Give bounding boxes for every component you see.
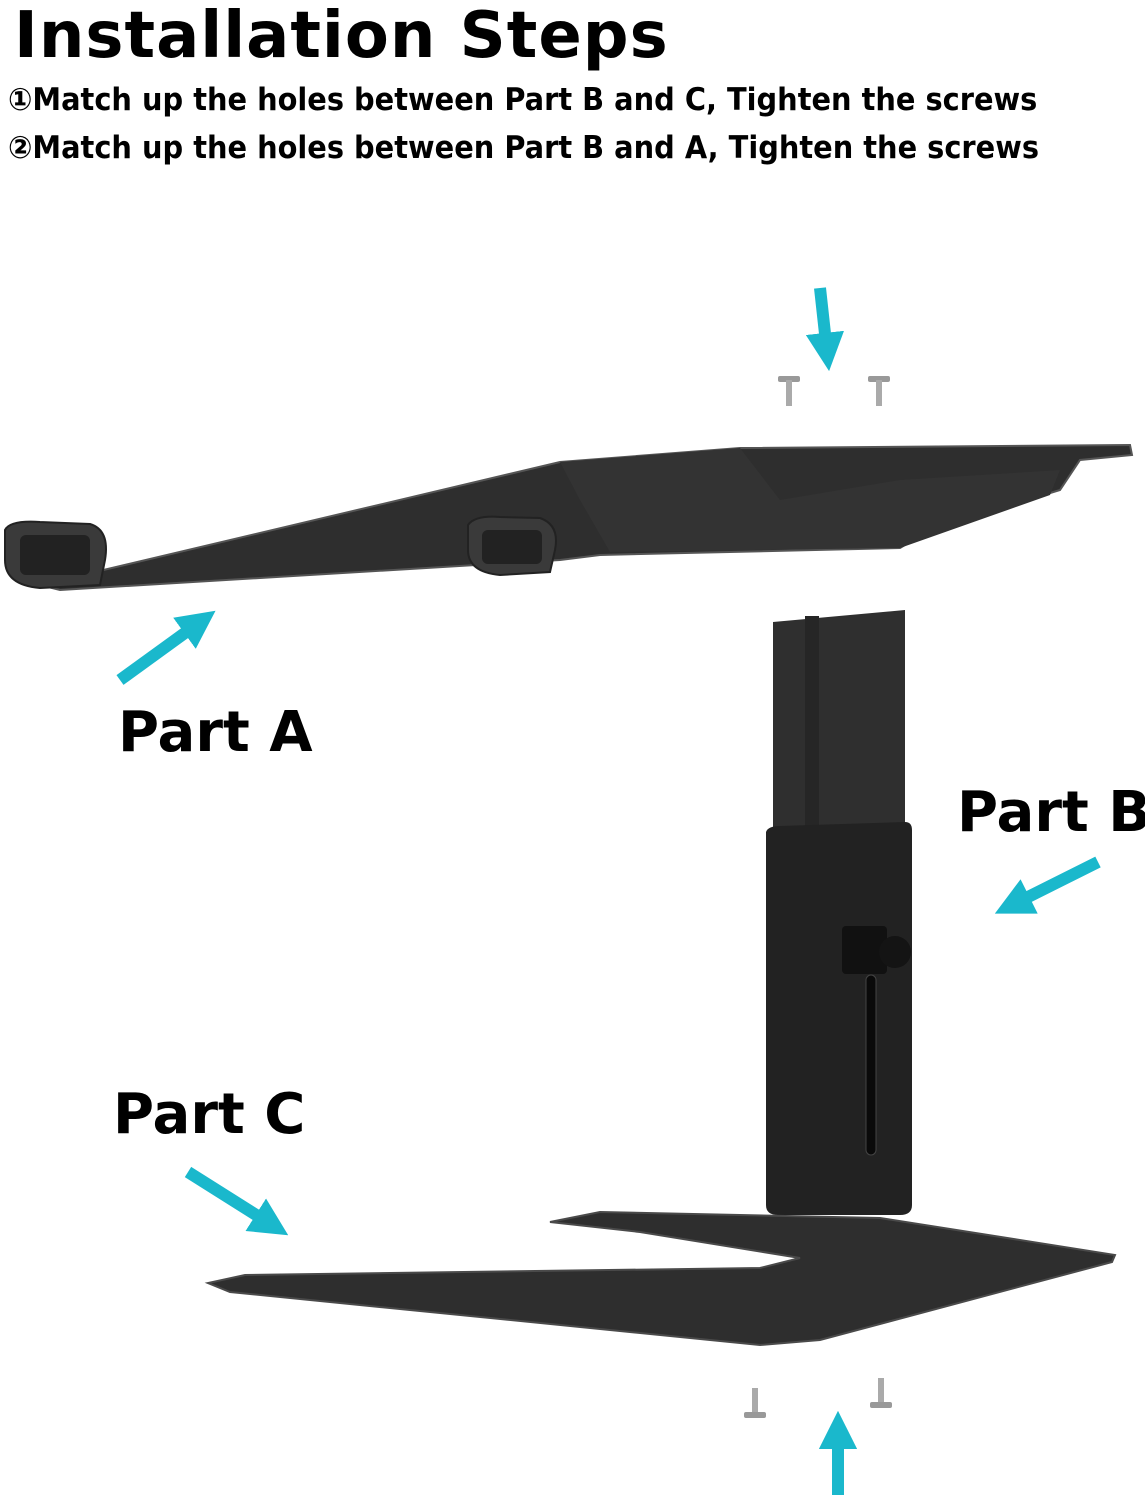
arrow-icon bbox=[805, 287, 844, 372]
part-b-column bbox=[766, 610, 912, 1215]
screw-icon bbox=[778, 376, 800, 406]
part-c-base bbox=[204, 1210, 1117, 1347]
page-title: Installation Steps bbox=[14, 0, 669, 73]
knob-icon bbox=[842, 926, 887, 974]
step-2: ②Match up the holes between Part B and A… bbox=[8, 128, 1039, 168]
step-1-text: Match up the holes between Part B and C,… bbox=[32, 82, 1038, 118]
step-1-marker: ① bbox=[8, 82, 33, 118]
arrow-icon bbox=[184, 1166, 289, 1236]
step-2-text: Match up the holes between Part B and A,… bbox=[32, 130, 1039, 166]
screw-icon bbox=[744, 1388, 766, 1418]
arrow-icon bbox=[116, 610, 216, 685]
part-c-label: Part C bbox=[113, 1082, 306, 1147]
step-1: ①Match up the holes between Part B and C… bbox=[8, 80, 1037, 120]
step-2-marker: ② bbox=[8, 130, 33, 166]
part-b-label: Part B bbox=[957, 780, 1145, 845]
arrow-icon bbox=[994, 856, 1101, 914]
screw-icon bbox=[868, 376, 890, 406]
part-a-tray bbox=[4, 443, 1134, 592]
part-a-label: Part A bbox=[118, 700, 313, 765]
screw-icon bbox=[870, 1378, 892, 1408]
